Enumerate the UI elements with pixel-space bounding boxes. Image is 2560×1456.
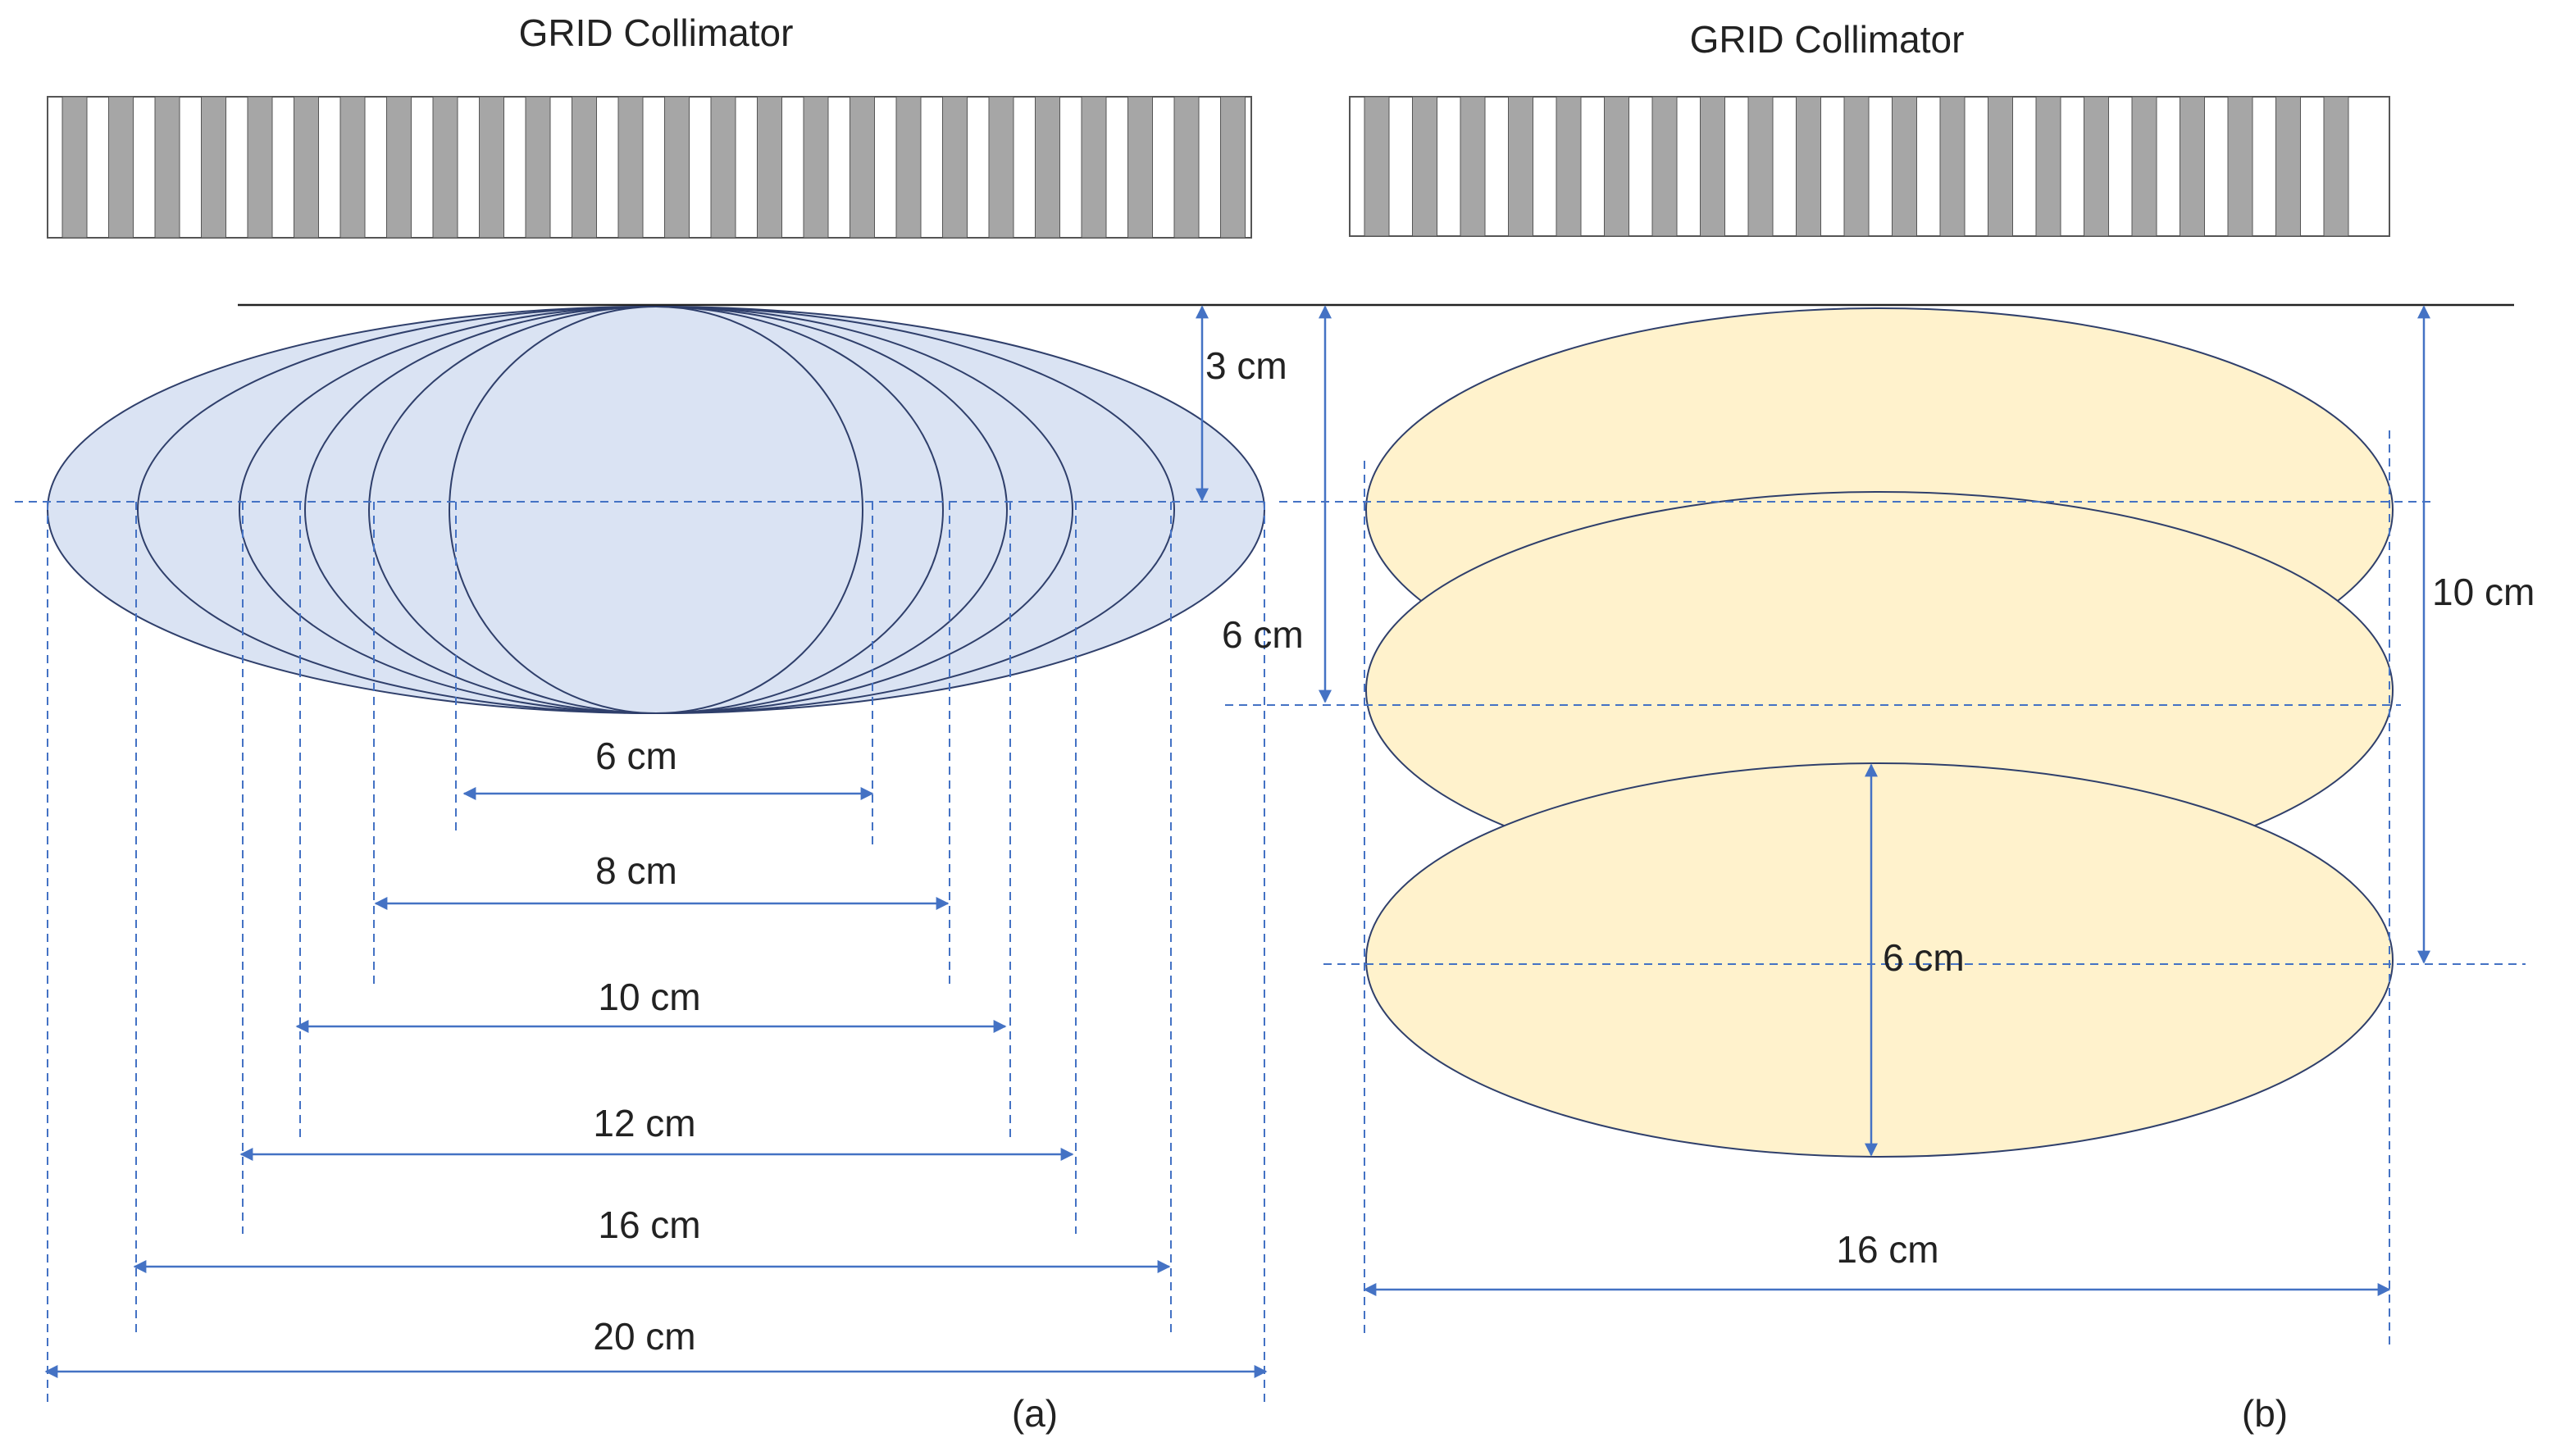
collimator-septum-a: [850, 96, 875, 239]
width-label-10cm: 10 cm: [598, 976, 700, 1018]
collimator-septum-b: [2275, 96, 2301, 237]
collimator-septum-b: [2323, 96, 2349, 237]
collimator-septum-a: [247, 96, 273, 239]
collimator-septum-a: [895, 96, 922, 239]
collimator-septum-a: [1220, 96, 1246, 239]
collimator-septum-a: [294, 96, 319, 239]
collimator-septum-a: [525, 96, 551, 239]
collimator-septum-b: [1460, 96, 1486, 237]
collimator-septum-b: [1892, 96, 1917, 237]
collimator-septum-a: [108, 96, 134, 239]
collimator-septum-a: [339, 96, 366, 239]
collimator-septum-b: [1843, 96, 1870, 237]
grid-collimator-a: [47, 96, 1252, 239]
collimator-septum-b: [1604, 96, 1629, 237]
collimator-septum-b: [2227, 96, 2253, 237]
collimator-frame-a: [47, 96, 1252, 239]
collimator-septum-b: [2131, 96, 2157, 237]
collimator-septum-a: [942, 96, 968, 239]
collimator-septum-b: [1796, 96, 1821, 237]
collimator-septum-a: [1035, 96, 1060, 239]
width-label-8cm: 8 cm: [595, 849, 677, 892]
collimator-septum-a: [154, 96, 180, 239]
collimator-septum-b: [1747, 96, 1774, 237]
width-label-12cm: 12 cm: [593, 1102, 695, 1144]
collimator-septum-a: [61, 96, 88, 239]
collimator-septum-a: [1173, 96, 1200, 239]
collimator-septum-a: [988, 96, 1014, 239]
collimator-title-b: GRID Collimator: [1690, 18, 1965, 61]
collimator-septum-a: [617, 96, 644, 239]
collimator-septum-b: [1939, 96, 1966, 237]
collimator-septum-b: [1412, 96, 1437, 237]
panel-a: GRID Collimator: [15, 11, 2514, 1435]
collimator-septum-b: [2084, 96, 2109, 237]
caption-a: (a): [1012, 1392, 1058, 1435]
collimator-bars-a: [61, 96, 1246, 239]
collimator-septum-a: [201, 96, 226, 239]
phantom-6cm: [449, 306, 863, 714]
height-label-6cm: 6 cm: [1883, 936, 1965, 979]
collimator-bars-b: [1364, 96, 2349, 237]
extension-lines-a: [47, 502, 1265, 1404]
collimator-septum-a: [572, 96, 597, 239]
guide-lines-b: [1225, 430, 2526, 1345]
offset-label-6cm: 6 cm: [1222, 613, 1304, 656]
collimator-septum-b: [1364, 96, 1390, 237]
collimator-septum-b: [2035, 96, 2061, 237]
width-label-6cm: 6 cm: [595, 735, 677, 777]
collimator-septum-b: [1651, 96, 1678, 237]
collimator-septum-b: [1556, 96, 1582, 237]
collimator-septum-b: [1700, 96, 1725, 237]
collimator-septum-a: [757, 96, 782, 239]
collimator-septum-a: [664, 96, 690, 239]
collimator-septum-a: [386, 96, 412, 239]
collimator-septum-a: [710, 96, 736, 239]
collimator-septum-a: [1081, 96, 1107, 239]
depth-label-3cm: 3 cm: [1205, 344, 1287, 387]
collimator-septum-b: [1508, 96, 1533, 237]
width-label-20cm: 20 cm: [593, 1315, 695, 1358]
caption-b: (b): [2242, 1392, 2288, 1435]
grid-collimator-b: [1349, 96, 2390, 237]
width-label-16cm-b: 16 cm: [1836, 1228, 1938, 1271]
phantom-position-3: [1365, 762, 2394, 1158]
collimator-septum-a: [803, 96, 829, 239]
collimator-septum-a: [1127, 96, 1153, 239]
phantom-ellipses-b: [1365, 307, 2394, 1158]
collimator-septum-b: [1988, 96, 2013, 237]
width-arrows-a: [44, 787, 1268, 1378]
phantom-ellipses-a: [47, 306, 1265, 714]
panel-b: GRID Collimator 6 cm 10 cm 6 cm: [1222, 18, 2535, 1435]
collimator-septum-b: [2180, 96, 2205, 237]
collimator-title-a: GRID Collimator: [519, 11, 794, 54]
collimator-septum-a: [432, 96, 458, 239]
width-label-16cm: 16 cm: [598, 1203, 700, 1246]
span-label-10cm: 10 cm: [2432, 571, 2535, 613]
width-labels-a: 6 cm 8 cm 10 cm 12 cm 16 cm 20 cm: [593, 735, 700, 1358]
collimator-septum-a: [479, 96, 504, 239]
